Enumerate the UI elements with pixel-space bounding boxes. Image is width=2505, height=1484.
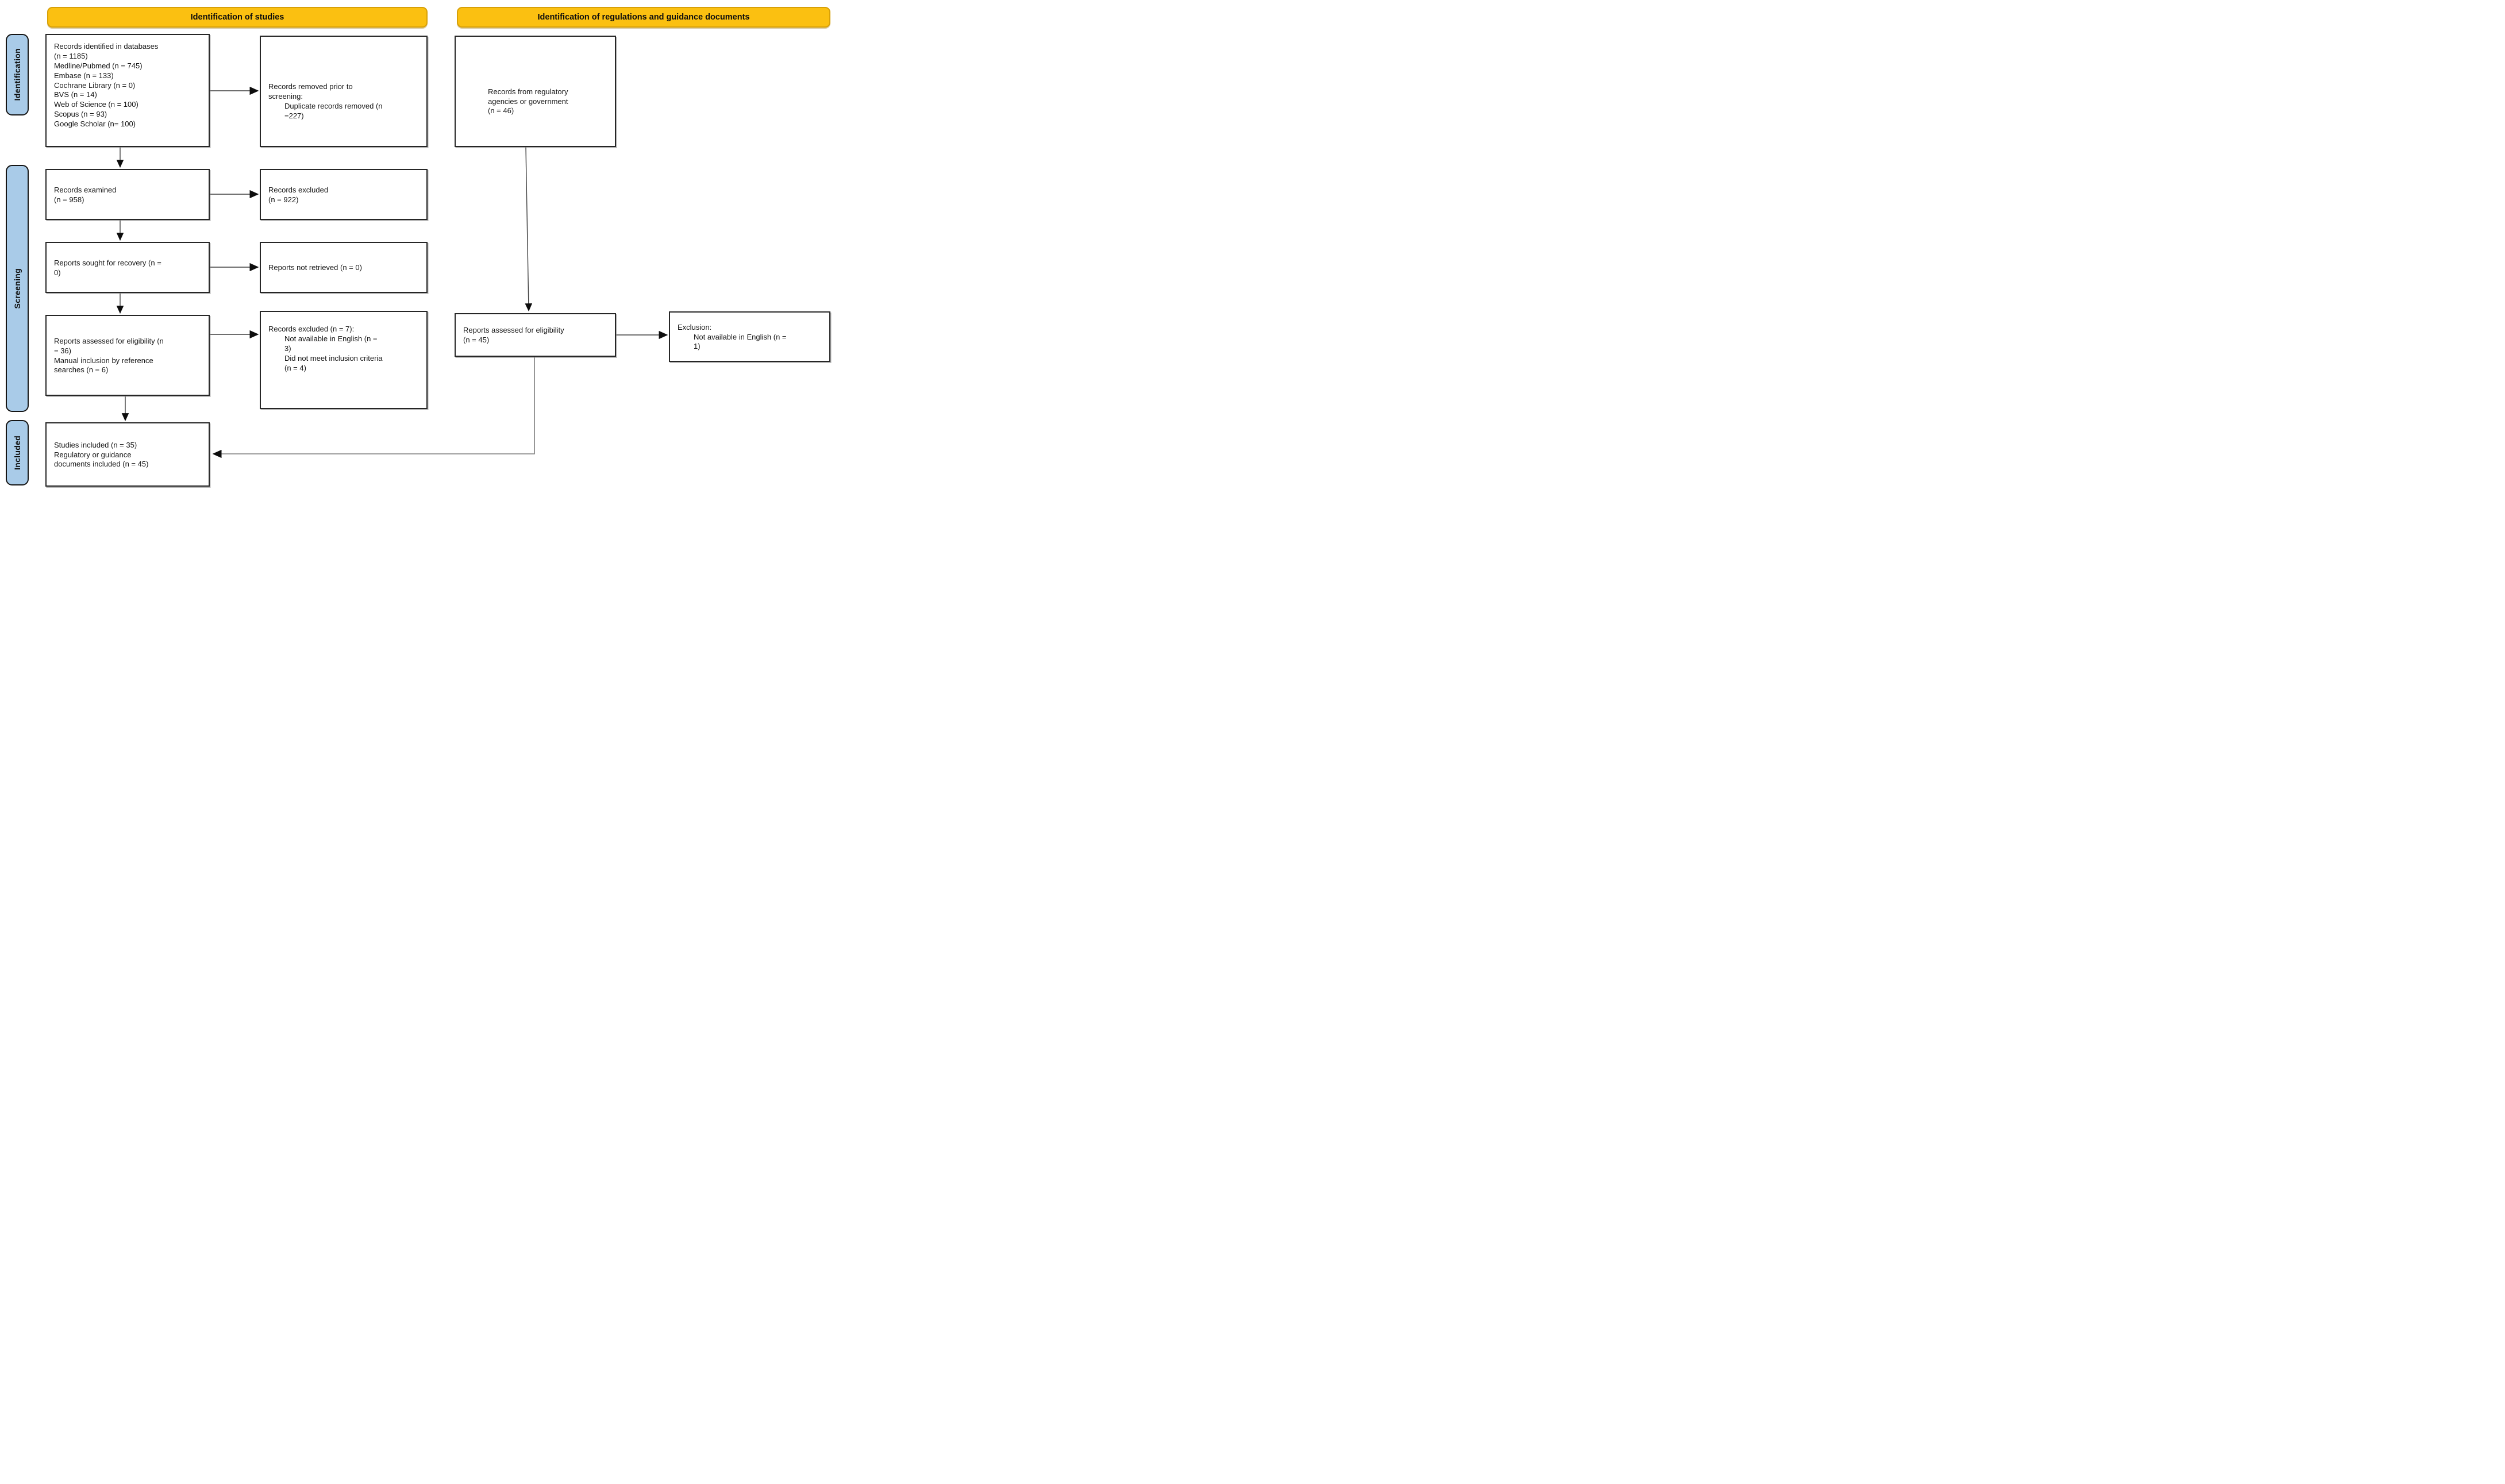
text-line: Records removed prior to <box>268 82 353 91</box>
text-line: Medline/Pubmed (n = 745) <box>54 61 143 70</box>
stage-label-identification-text: Identification <box>13 48 22 101</box>
stage-label-screening: Screening <box>6 165 29 412</box>
text-line: Duplicate records removed (n <box>284 102 383 110</box>
text-line: Reports assessed for eligibility <box>463 326 564 335</box>
text-line: =227) <box>284 111 304 120</box>
text-line: Reports sought for recovery (n = <box>54 258 161 267</box>
box-records-identified: Records identified in databases(n = 1185… <box>45 34 210 147</box>
text-line: Google Scholar (n= 100) <box>54 120 136 129</box>
text-line: Reports not retrieved (n = 0) <box>268 263 362 272</box>
text-line: agencies or government <box>488 97 568 106</box>
box-reports-not-retrieved: Reports not retrieved (n = 0) <box>260 242 428 293</box>
stage-label-included: Included <box>6 420 29 485</box>
column-header-regulations: Identification of regulations and guidan… <box>457 7 830 28</box>
text-line: screening: <box>268 92 303 101</box>
text-line: documents included (n = 45) <box>54 460 149 469</box>
text-line: Not available in English (n = <box>694 332 787 341</box>
column-header-studies-label: Identification of studies <box>190 13 284 22</box>
text-line: (n = 46) <box>488 106 514 115</box>
text-line: Records excluded (n = 7): <box>268 325 355 333</box>
column-header-studies: Identification of studies <box>47 7 428 28</box>
text-line: Regulatory or guidance <box>54 450 132 459</box>
text-line: (n = 4) <box>284 363 306 372</box>
text-line: 3) <box>284 344 291 353</box>
box-records-excluded: Records excluded(n = 922) <box>260 169 428 220</box>
box-exclusion: Exclusion:Not available in English (n =1… <box>669 311 830 362</box>
text-line: searches (n = 6) <box>54 365 109 375</box>
box-records-excluded-eligibility: Records excluded (n = 7):Not available i… <box>260 311 428 409</box>
text-line: Not available in English (n = <box>284 334 378 343</box>
text-line: 1) <box>694 342 701 351</box>
stage-label-included-text: Included <box>13 435 22 470</box>
text-line: Did not meet inclusion criteria <box>284 353 383 363</box>
text-line: 0) <box>54 268 61 277</box>
text-line: Records from regulatory <box>488 87 568 96</box>
text-line: (n = 1185) <box>54 51 88 60</box>
text-line: Exclusion: <box>678 322 712 332</box>
text-line: Web of Science (n = 100) <box>54 100 138 109</box>
text-line: Records identified in databases <box>54 42 159 51</box>
text-line: Studies included (n = 35) <box>54 440 137 449</box>
box-reports-assessed-regulatory: Reports assessed for eligibility(n = 45) <box>455 313 616 357</box>
arrow-regulatory-to-assessed <box>525 147 533 312</box>
text-line: (n = 922) <box>268 195 299 204</box>
text-line: Records excluded <box>268 185 329 194</box>
box-reports-sought: Reports sought for recovery (n =0) <box>45 242 210 293</box>
text-line: Cochrane Library (n = 0) <box>54 80 136 90</box>
text-line: Reports assessed for eligibility (n <box>54 336 164 345</box>
text-line: Scopus (n = 93) <box>54 110 107 119</box>
box-reports-assessed-studies: Reports assessed for eligibility (n= 36)… <box>45 315 210 396</box>
text-line: = 36) <box>54 346 71 355</box>
text-line: (n = 45) <box>463 336 490 344</box>
stage-label-identification: Identification <box>6 34 29 115</box>
text-line: Embase (n = 133) <box>54 71 114 80</box>
text-line: BVS (n = 14) <box>54 90 97 99</box>
text-line: Manual inclusion by reference <box>54 356 153 365</box>
column-header-regulations-label: Identification of regulations and guidan… <box>537 13 750 22</box>
box-studies-included: Studies included (n = 35)Regulatory or g… <box>45 422 210 487</box>
text-line: (n = 958) <box>54 195 84 204</box>
text-line: Records examined <box>54 185 117 194</box>
prisma-flow-diagram: Identification of studies Identification… <box>0 0 835 495</box>
box-records-examined: Records examined(n = 958) <box>45 169 210 220</box>
stage-label-screening-text: Screening <box>13 268 22 309</box>
